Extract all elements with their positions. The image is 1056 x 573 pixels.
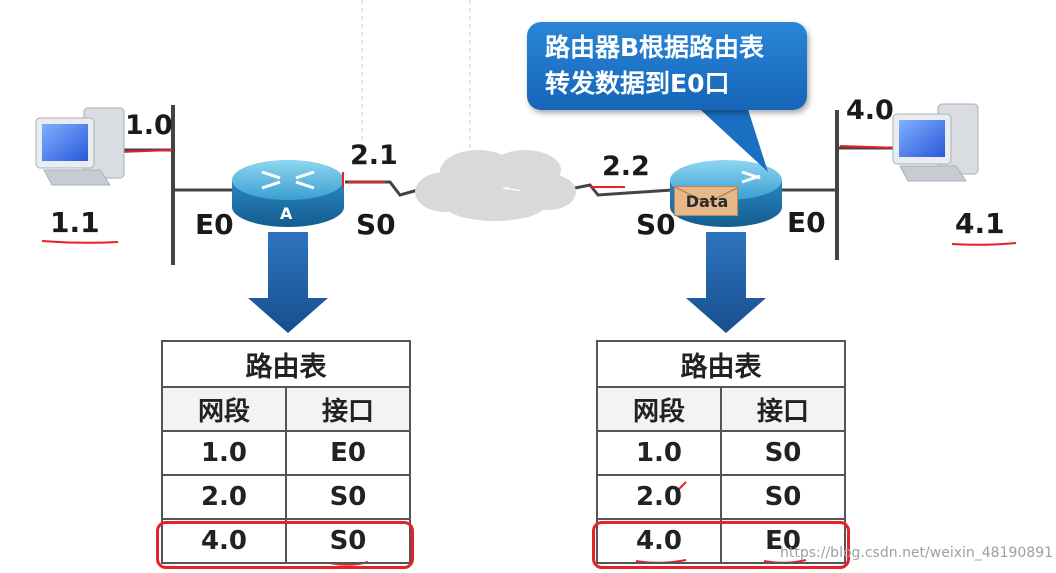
router-a-serial-link [345, 180, 426, 197]
routing-table-title: 路由表 [161, 340, 411, 388]
annotation-mark [951, 242, 1017, 246]
network-cell: 2.0 [161, 474, 287, 520]
column-header-interface: 接口 [720, 386, 846, 432]
router-a-s0-label: S0 [356, 208, 396, 241]
network-cell: 4.0 [161, 518, 287, 564]
table-row: 1.0 E0 [161, 430, 411, 476]
router-b-serial-link [564, 183, 673, 197]
router-b-s0-address: 2.2 [602, 151, 650, 182]
router-a-icon [232, 160, 344, 227]
envelope-icon [675, 187, 739, 204]
data-packet-label: Data [685, 192, 729, 211]
right-network-label: 4.0 [846, 95, 894, 126]
annotation-mark [41, 240, 119, 244]
interface-cell: E0 [285, 430, 411, 476]
router-b-arrow-icon [686, 232, 766, 333]
data-packet: Data [674, 186, 739, 216]
column-header-interface: 接口 [285, 386, 411, 432]
callout-line-2: 转发数据到E0口 [545, 69, 730, 98]
right-computer-icon [892, 103, 979, 182]
annotation-mark [121, 149, 173, 153]
routing-table-title: 路由表 [596, 340, 846, 388]
callout-pointer [690, 100, 768, 172]
left-network-label: 1.0 [125, 110, 173, 141]
network-cell: 4.0 [596, 518, 722, 564]
network-cell: 1.0 [596, 430, 722, 476]
routing-table-a: 路由表 网段 接口 1.0 E0 2.0 S0 4.0 S0 [161, 340, 411, 564]
table-row: 4.0 S0 [161, 518, 411, 564]
interface-cell: S0 [285, 518, 411, 564]
router-b-s0-label: S0 [636, 208, 676, 241]
router-a-s0-address: 2.1 [350, 140, 398, 171]
callout-line-1: 路由器B根据路由表 [545, 33, 765, 62]
table-row: 2.0 S0 [596, 474, 846, 520]
highlight-row-a [156, 521, 414, 569]
router-a-arrow-icon [248, 232, 328, 333]
table-row: 1.0 S0 [596, 430, 846, 476]
interface-cell: S0 [720, 430, 846, 476]
router-a-e0-label: E0 [195, 208, 234, 241]
highlight-row-b [592, 521, 850, 569]
router-a-label: A [280, 204, 293, 223]
network-cell: 1.0 [161, 430, 287, 476]
left-host-label: 1.1 [50, 206, 100, 239]
column-header-network: 网段 [596, 386, 722, 432]
left-computer-icon [35, 107, 125, 186]
interface-cell: S0 [285, 474, 411, 520]
interface-cell: S0 [720, 474, 846, 520]
wan-cloud-icon [415, 150, 576, 221]
interface-cell: E0 [720, 518, 846, 564]
right-host-label: 4.1 [955, 207, 1005, 240]
network-cell: 2.0 [596, 474, 722, 520]
router-b-e0-label: E0 [787, 206, 826, 239]
callout-box: 路由器B根据路由表 转发数据到E0口 [527, 22, 807, 110]
column-header-network: 网段 [161, 386, 287, 432]
routing-table-b: 路由表 网段 接口 1.0 S0 2.0 S0 4.0 E0 [596, 340, 846, 564]
table-row: 2.0 S0 [161, 474, 411, 520]
watermark: https://blog.csdn.net/weixin_48190891 [780, 545, 1054, 561]
table-row: 4.0 E0 [596, 518, 846, 564]
annotation-mark [839, 145, 901, 149]
